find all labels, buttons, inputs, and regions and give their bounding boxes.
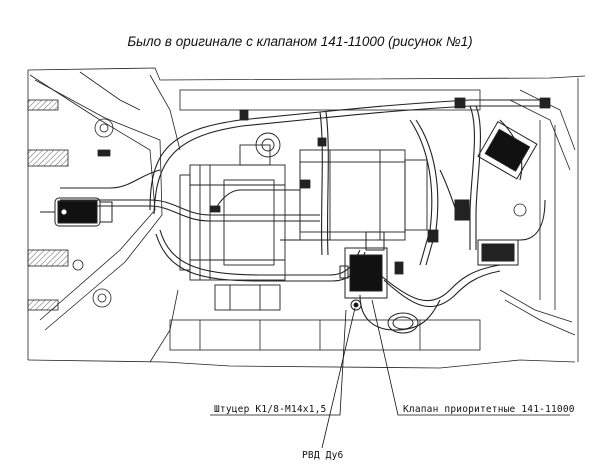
callout-fitting: Штуцер К1/8-М14х1,5	[214, 404, 326, 415]
right-valve	[454, 120, 538, 266]
callout-hose: РВД Ду6	[302, 450, 344, 461]
fittings	[97, 97, 551, 275]
oil-tank	[387, 312, 419, 334]
chassis-frame	[27, 67, 586, 369]
engine-block	[179, 132, 428, 311]
pump-assembly	[40, 197, 113, 227]
callout-valve: Клапан приоритетные 141-11000	[403, 404, 575, 415]
callout-leaders	[210, 299, 570, 449]
hydraulic-lines	[60, 99, 546, 331]
priority-valve	[339, 231, 388, 311]
figure-title: Было в оригинале с клапаном 141-11000 (р…	[127, 34, 473, 49]
